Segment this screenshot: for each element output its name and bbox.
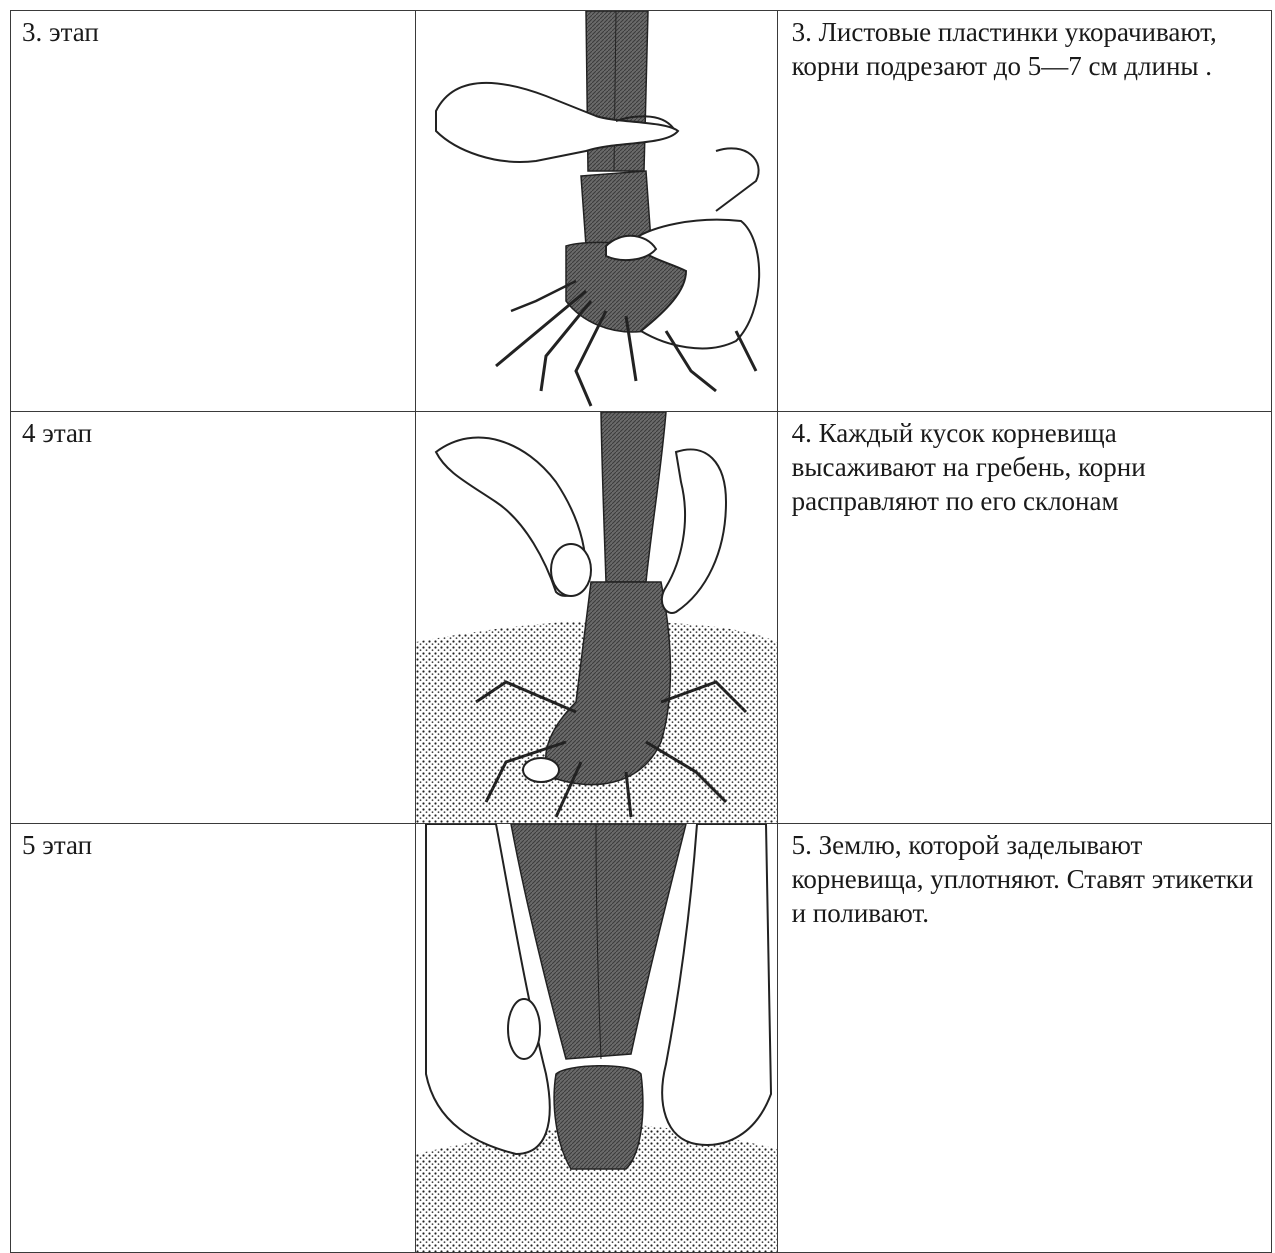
illustration-cell: [416, 11, 777, 412]
firming-soil-illustration: [416, 824, 777, 1252]
description-text: 3. Листовые пластинки укорачивают, корни…: [778, 11, 1271, 83]
stage-cell: 3. этап: [11, 11, 416, 412]
stage-label: 5 этап: [11, 824, 415, 862]
description-text: 5. Землю, которой заделывают корневища, …: [778, 824, 1271, 930]
trimming-illustration: [416, 11, 777, 411]
description-cell: 5. Землю, которой заделывают корневища, …: [777, 824, 1271, 1253]
illustration-cell: [416, 412, 777, 824]
stage-label: 4 этап: [11, 412, 415, 450]
stage-cell: 4 этап: [11, 412, 416, 824]
table-row: 4 этап: [11, 412, 1272, 824]
description-text: 4. Каждый кусок корневища высаживают на …: [778, 412, 1271, 518]
planting-illustration: [416, 412, 777, 823]
stage-label: 3. этап: [11, 11, 415, 49]
description-cell: 4. Каждый кусок корневища высаживают на …: [777, 412, 1271, 824]
table-row: 5 этап: [11, 824, 1272, 1253]
table-row: 3. этап: [11, 11, 1272, 412]
instruction-table: 3. этап: [10, 10, 1272, 1253]
description-cell: 3. Листовые пластинки укорачивают, корни…: [777, 11, 1271, 412]
illustration-cell: [416, 824, 777, 1253]
stage-cell: 5 этап: [11, 824, 416, 1253]
